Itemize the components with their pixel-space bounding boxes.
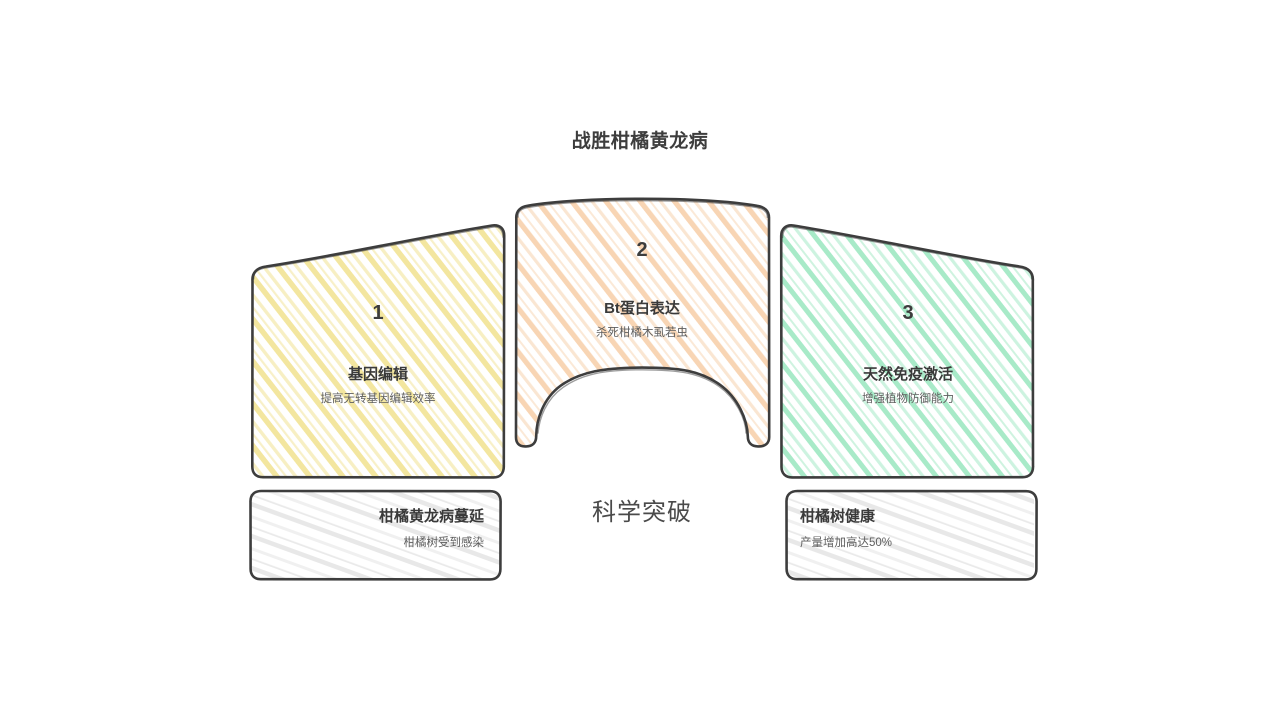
footer-left-hatch-fill — [250, 492, 500, 578]
panel-1-outline-sketch-overlay — [252, 226, 504, 280]
page-title: 战胜柑橘黄龙病 — [571, 131, 709, 152]
footer-left-outline — [249, 489, 502, 581]
panel-1-outline — [250, 224, 506, 479]
footer-right-outline — [785, 489, 1038, 581]
panel-2-arch-sketch-overlay — [537, 369, 747, 434]
panel-1-genome-editing[interactable] — [240, 215, 520, 490]
panel-3-hatch-fill — [781, 225, 1033, 477]
panel-3-innate-immunity[interactable] — [770, 215, 1050, 490]
panel-1-hatch-fill — [252, 225, 504, 477]
panel-2-outline — [514, 197, 771, 448]
footer-right-hatch-fill — [786, 492, 1034, 578]
panel-2-outline-sketch-overlay — [517, 199, 769, 219]
footer-left-hlb-spread[interactable] — [248, 488, 504, 583]
panel-3-outline — [779, 224, 1035, 479]
panel-3-outline-sketch-overlay — [781, 226, 1033, 280]
center-caption: 科学突破 — [592, 499, 692, 526]
panel-2-bt-protein[interactable] — [505, 190, 785, 455]
footer-right-healthy-tree[interactable] — [784, 488, 1040, 583]
